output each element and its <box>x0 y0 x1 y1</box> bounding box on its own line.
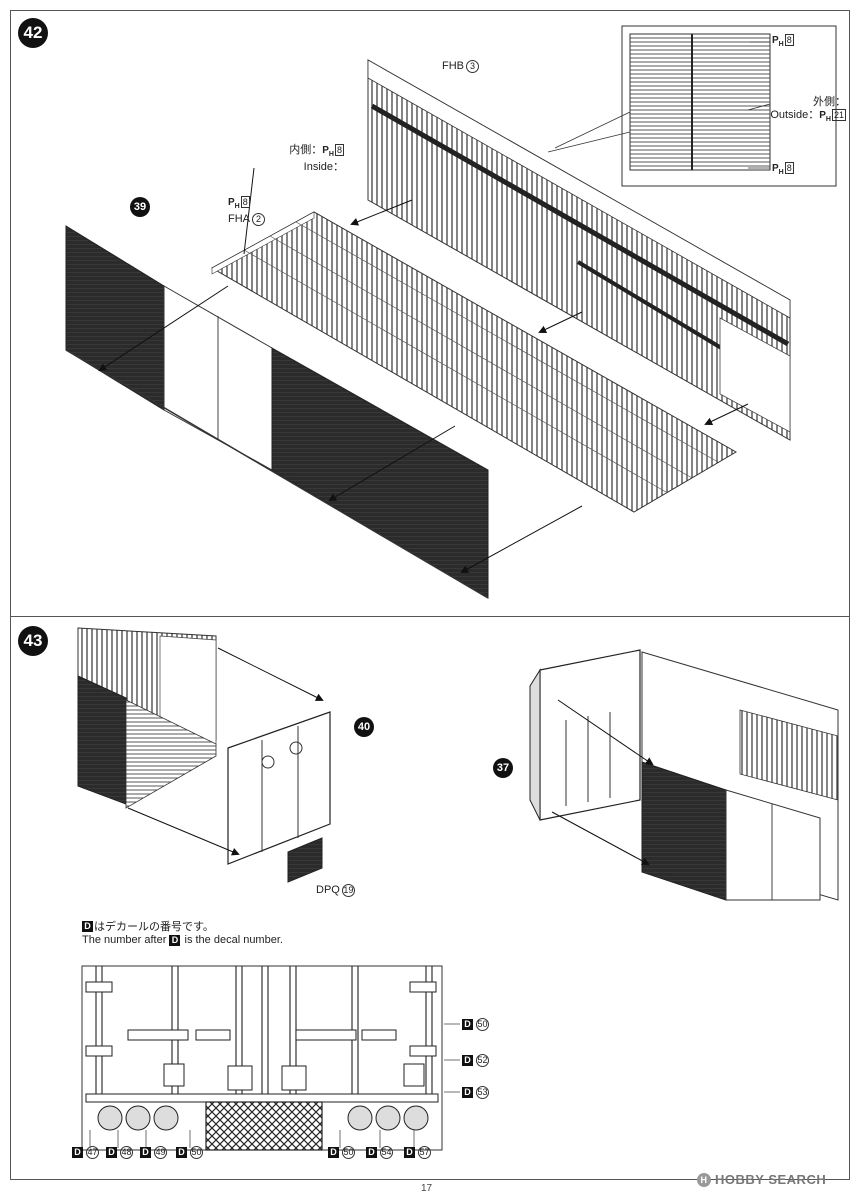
fhb-number: 3 <box>466 60 479 73</box>
part-badge-39: 39 <box>130 197 150 217</box>
decal-d-icon: D <box>169 934 181 946</box>
decal-number: 50 <box>342 1146 355 1159</box>
watermark-text: HOBBY SEARCH <box>715 1172 827 1187</box>
watermark: H HOBBY SEARCH <box>697 1172 826 1187</box>
decal-number: 49 <box>154 1146 167 1159</box>
inset-detail <box>547 25 837 187</box>
decal-d-icon: D <box>328 1147 339 1158</box>
ph-sub: H <box>778 169 784 176</box>
decal-d-icon: D <box>462 1087 473 1098</box>
ph-letter: P <box>772 163 779 174</box>
part-badge-40: 40 <box>354 717 374 737</box>
fha-floor-panel <box>210 211 737 513</box>
fhb-side-wall <box>367 59 791 441</box>
step43-right-assembly <box>529 649 839 901</box>
step43-left-assembly <box>77 627 331 883</box>
decal-number: 52 <box>476 1054 489 1067</box>
outside-jp-text: 外側： <box>813 96 846 108</box>
decal-number: 50 <box>190 1146 203 1159</box>
decal-note-jp-text: はデカールの番号です。 <box>94 921 214 933</box>
step42-arrows <box>98 167 749 573</box>
ph-icon: PH <box>819 110 831 123</box>
step-badge-42: 42 <box>18 18 48 48</box>
inset-bottom-ph-number: 8 <box>784 162 794 174</box>
ph-sub: H <box>234 203 240 210</box>
ph-icon: PH <box>772 163 784 176</box>
fha-text: FHA <box>228 213 250 225</box>
decal-number: 57 <box>418 1146 431 1159</box>
ph-letter: P <box>322 145 329 156</box>
decal-d-icon: D <box>140 1147 151 1158</box>
fha-number: 2 <box>252 213 265 226</box>
decal-number: 53 <box>476 1086 489 1099</box>
decal-d-icon: D <box>404 1147 415 1158</box>
ph-letter: P <box>228 197 235 208</box>
ph-icon: PH <box>228 197 240 210</box>
decal-number: 54 <box>380 1146 393 1159</box>
decal-d-icon: D <box>462 1055 473 1066</box>
page-frame <box>10 10 850 1180</box>
dpq-number: 19 <box>341 884 355 897</box>
inset-top-ph-number: 8 <box>784 34 794 46</box>
inside-ph-number: 8 <box>334 144 344 156</box>
section-divider <box>10 616 850 617</box>
watermark-logo-icon: H <box>697 1172 711 1187</box>
ph-icon: PH <box>322 145 334 158</box>
fha-ph-number: 8 <box>240 196 250 208</box>
step43-left-arrows <box>127 647 324 856</box>
rear-detail-drawing <box>81 965 460 1151</box>
decal-note-en-text-b: is the decal number. <box>184 934 283 946</box>
decal-d-icon: D <box>72 1147 83 1158</box>
ph-sub: H <box>778 41 784 48</box>
outer-side-wall <box>65 225 489 599</box>
ph-sub: H <box>328 151 334 158</box>
page-number: 17 <box>421 1183 433 1194</box>
decal-number: 50 <box>476 1018 489 1031</box>
step-badge-43: 43 <box>18 626 48 656</box>
decal-d-icon: D <box>366 1147 377 1158</box>
decal-d-icon: D <box>106 1147 117 1158</box>
decal-d-icon: D <box>462 1019 473 1030</box>
step43-right-arrows <box>551 699 654 865</box>
outside-ph-number: 21 <box>831 109 846 121</box>
inside-en-text: Inside： <box>303 161 344 173</box>
ph-letter: P <box>819 110 826 121</box>
decal-d-icon: D <box>176 1147 187 1158</box>
outside-en-text: Outside： <box>770 109 820 121</box>
decal-number: 48 <box>120 1146 133 1159</box>
decal-d-icon: D <box>82 920 93 932</box>
inside-jp-text: 内側： <box>289 144 323 156</box>
ph-icon: PH <box>772 35 784 48</box>
dpq-text: DPQ <box>316 884 340 896</box>
fhb-text: FHB <box>442 60 464 72</box>
ph-sub: H <box>825 116 831 123</box>
decal-number: 47 <box>86 1146 99 1159</box>
ph-letter: P <box>772 35 779 46</box>
part-badge-37: 37 <box>493 758 513 778</box>
decal-note-en: The number after D is the decal number. <box>82 934 283 946</box>
decal-note-en-text-a: The number after <box>82 934 167 946</box>
